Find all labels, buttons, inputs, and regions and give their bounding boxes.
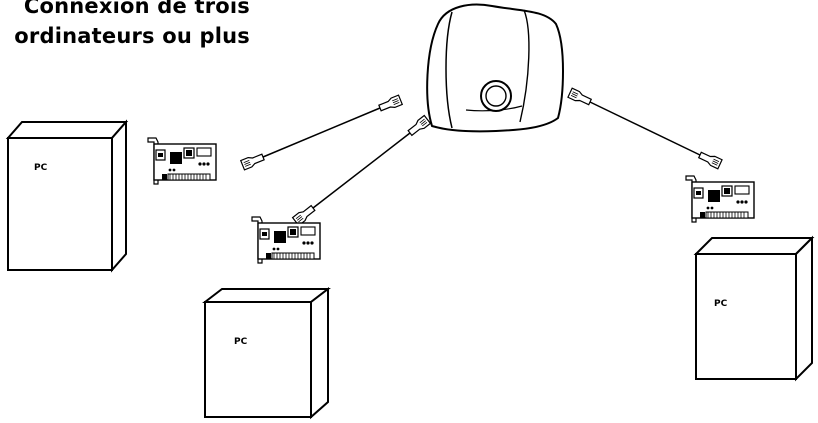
computer-3: PC <box>693 235 815 382</box>
computer-1-label: PC <box>34 163 48 173</box>
cable-2 <box>291 114 432 227</box>
cable-1 <box>240 94 403 171</box>
diagram-title: Connexion de trois ordinateurs ou plus <box>0 0 250 51</box>
computer-2-label: PC <box>234 337 248 347</box>
computer-2: PC <box>202 286 331 420</box>
network-hub <box>426 3 564 133</box>
computer-1: PC <box>5 119 129 273</box>
computer-3-label: PC <box>714 299 728 309</box>
network-card-1 <box>147 137 217 185</box>
network-card-3 <box>685 175 755 223</box>
cable-3 <box>567 87 723 170</box>
network-card-2 <box>251 216 321 264</box>
title-line-2: ordinateurs ou plus <box>14 24 250 48</box>
title-line-1: Connexion de trois <box>23 0 250 18</box>
